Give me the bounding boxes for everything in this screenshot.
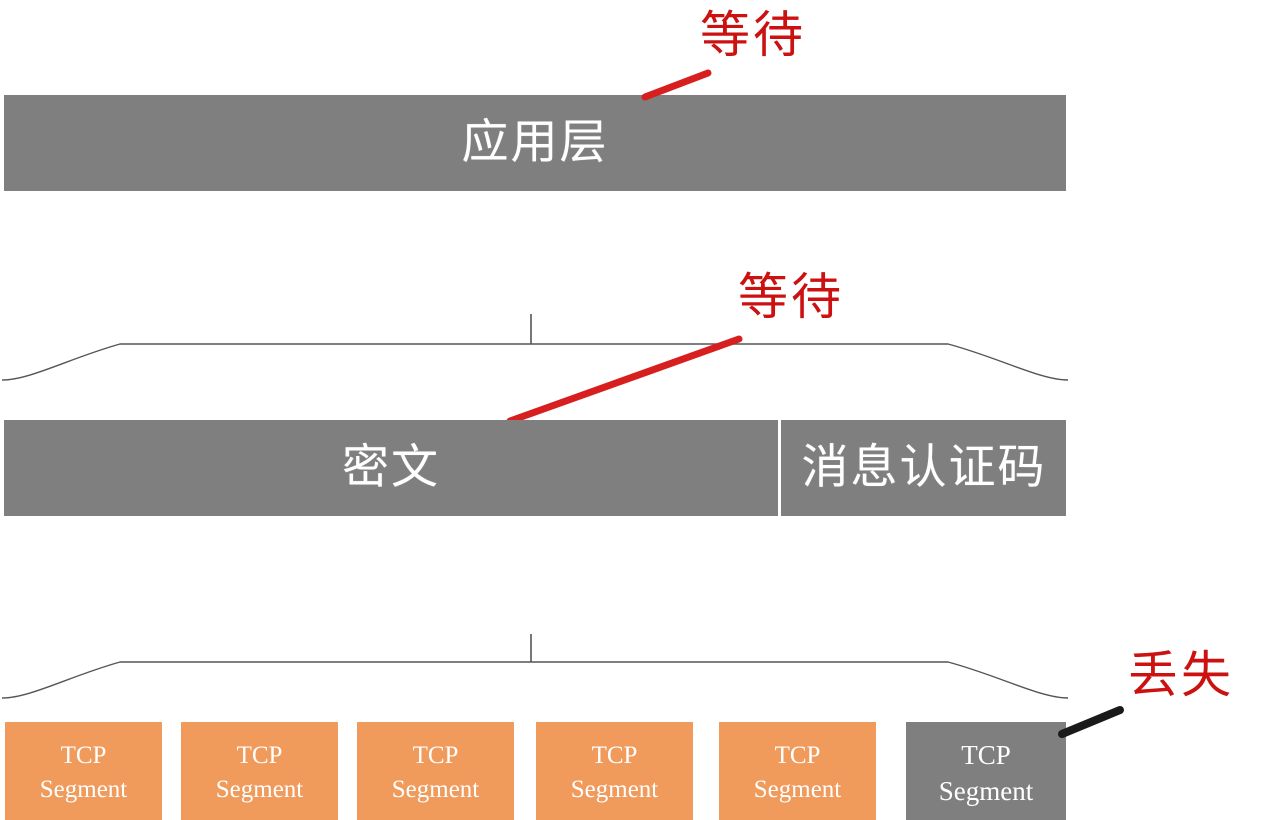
ciphertext-label: 密文 [342,441,440,494]
annotation-lost: 丢失 [1128,647,1234,703]
mac-label: 消息认证码 [801,441,1047,494]
tcp-segment-line2: Segment [753,776,842,803]
tcp-segment-line2: Segment [938,776,1034,806]
annotation-wait-top: 等待 [700,7,806,63]
annotation-wait-middle: 等待 [738,269,844,325]
tcp-segment-line2: Segment [570,776,659,803]
lower-brace [1,634,1069,699]
tcp-segment-line1: TCP [412,742,459,770]
application-layer-label: 应用层 [461,116,609,169]
tcp-segment: TCP Segment [5,722,162,820]
tcp-segment-line2: Segment [391,776,480,803]
tcp-segment: TCP Segment [719,722,876,820]
tcp-segment-line1: TCP [591,742,638,770]
ciphertext-cell: 密文 [4,420,778,516]
tcp-segment-line1: TCP [60,742,107,770]
tcp-segment-line1: TCP [961,739,1011,770]
tcp-segment: TCP Segment [357,722,514,820]
record-layer-block: 密文 消息认证码 [4,420,1066,516]
tcp-segment-lost: TCP Segment [906,722,1066,820]
mac-cell: 消息认证码 [782,420,1066,516]
record-cell-divider [778,420,781,516]
tcp-segment-line2: Segment [215,776,304,803]
tcp-segment-line2: Segment [39,776,128,803]
tcp-segment: TCP Segment [181,722,338,820]
tcp-segment-row: TCP Segment TCP Segment TCP Segment TCP … [5,722,1068,820]
tcp-segment-line1: TCP [236,742,283,770]
upper-brace [1,314,1069,381]
tcp-segment: TCP Segment [536,722,693,820]
tcp-segment-line1: TCP [774,742,821,770]
application-layer-block: 应用层 [4,95,1066,191]
